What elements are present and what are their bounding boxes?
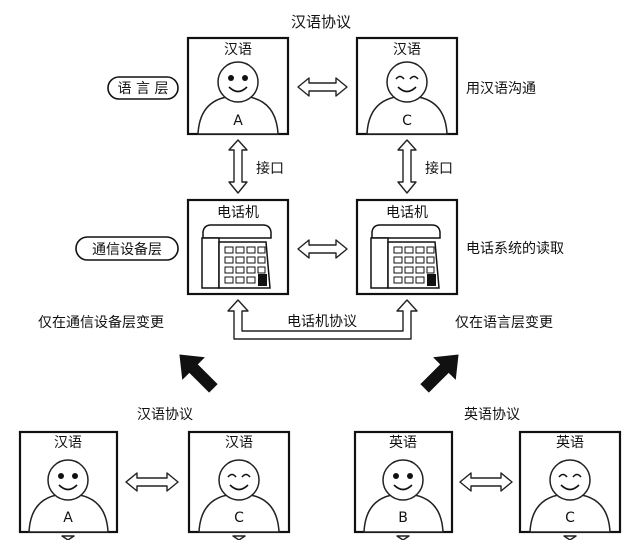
bottom-left-person-a-frame: 汉语 A [18,430,119,534]
top-right-language-label: 汉语 [393,42,421,58]
device-layer-badge: 通信设备层 [75,236,179,261]
bottom-left-person-c-frame: 汉语 C [187,430,291,534]
phone-system-note: 电话系统的读取 [466,240,564,257]
bottom-left-c-language: 汉语 [225,435,253,451]
bottom-right-person-c-frame: 英语 C [518,430,622,534]
person-c-icon [366,61,448,135]
top-right-person-letter: C [402,113,412,129]
telephone-icon [370,224,441,289]
language-layer-label: 语 言 层 [118,81,169,97]
left-branch-caption: 仅在通信设备层变更 [38,314,164,331]
person-c-icon [529,459,611,533]
language-layer-badge: 语 言 层 [107,76,179,100]
bottom-cut-arrow-tip [563,535,577,540]
top-left-person-letter: A [233,113,243,129]
bottom-left-a-letter: A [63,510,73,526]
top-left-language-label: 汉语 [224,42,252,58]
right-interface-arrow [397,139,417,194]
chinese-communication-note: 用汉语沟通 [466,81,536,97]
bottom-left-protocol-label: 汉语协议 [137,407,193,423]
bottom-left-c-letter: C [234,510,244,526]
bottom-cut-arrow-tip [396,535,410,540]
device-layer-label: 通信设备层 [92,241,162,258]
bottom-left-a-language: 汉语 [54,435,82,451]
telephone-protocol-u-arrow [227,299,418,340]
left-interface-arrow [228,139,248,194]
person-a-icon [197,61,279,135]
right-branch-caption: 仅在语言层变更 [455,315,553,331]
language-protocol-double-arrow [297,77,348,97]
person-a-icon [28,459,109,533]
left-phone-label: 电话机 [217,205,259,221]
phone-double-arrow [297,239,348,259]
left-interface-label: 接口 [256,160,284,177]
top-right-person-frame: 汉语 C [355,36,459,136]
bottom-right-double-arrow [459,472,513,492]
bottom-right-b-letter: B [398,510,408,526]
bottom-right-c-language: 英语 [556,434,584,451]
person-c-icon [198,459,280,533]
top-left-person-frame: 汉语 A [186,36,290,136]
bottom-right-c-letter: C [565,510,575,526]
right-interface-label: 接口 [425,160,453,177]
person-b-icon [363,459,444,533]
left-branch-arrow-icon [179,354,218,393]
right-telephone-frame: 电话机 [355,198,459,296]
left-telephone-frame: 电话机 [186,198,290,296]
right-branch-arrow-icon [420,354,459,393]
bottom-cut-arrow-tip [61,535,75,540]
bottom-left-double-arrow [125,472,179,492]
telephone-icon [201,224,272,289]
bottom-right-protocol-label: 英语协议 [464,406,520,423]
bottom-right-b-language: 英语 [389,434,417,451]
bottom-right-person-b-frame: 英语 B [353,430,454,534]
right-phone-label: 电话机 [386,205,428,221]
phone-protocol-label: 电话机协议 [287,314,357,330]
top-protocol-label: 汉语协议 [291,13,351,31]
bottom-cut-arrow-tip [232,535,246,540]
